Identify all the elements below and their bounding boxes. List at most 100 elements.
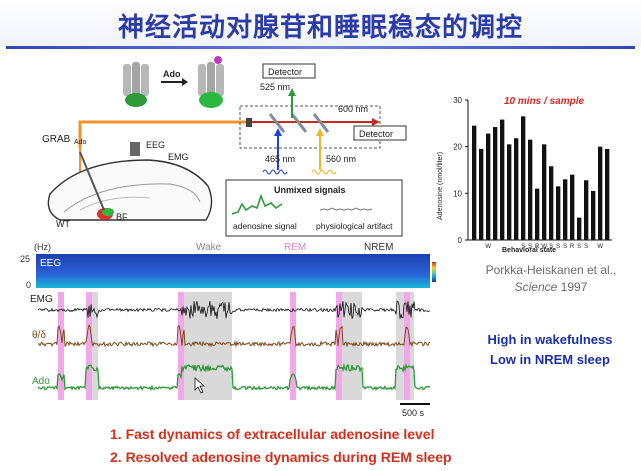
conclusion-item: 1. Fast dynamics of extracellular adenos… [110, 426, 435, 442]
bar [549, 166, 554, 240]
hz-label: (Hz) [34, 242, 51, 252]
theta-delta-label: θ/δ [32, 330, 46, 341]
scale-bar-label: 500 s [402, 408, 425, 418]
citation-year: 1997 [560, 280, 588, 294]
mouse-brain-diagram [47, 142, 213, 221]
state-wake-label: Wake [196, 242, 222, 253]
adenosine-bar-chart: 10 mins / sample Adenosine (nmol/liter) … [437, 96, 612, 254]
svg-text:600 nm: 600 nm [338, 104, 368, 114]
x-tick-label: W [485, 244, 491, 250]
title-bar [0, 0, 641, 46]
bar [479, 149, 484, 240]
ado-trace [37, 362, 431, 392]
emg-label: EMG [30, 294, 53, 305]
y-tick-label: 30 [453, 96, 462, 105]
cursor-icon [194, 377, 206, 394]
optical-fiber [78, 120, 248, 148]
eeg-label: EEG [40, 258, 61, 269]
svg-text:WT: WT [56, 219, 70, 229]
svg-text:525 nm: 525 nm [260, 82, 290, 92]
state-note: High in wakefulness Low in NREM sleep [464, 330, 636, 370]
freq-top: 25 [20, 254, 30, 264]
sensor-icon-unbound [123, 62, 149, 107]
bar [521, 116, 526, 240]
x-tick-label: S [584, 244, 588, 250]
x-tick-label: S [549, 244, 553, 250]
x-tick-label: W [597, 244, 603, 250]
rem-epoch [178, 292, 184, 400]
bar [563, 179, 568, 240]
citation-authors: Porkka-Heiskanen et al., [485, 263, 617, 277]
bar [577, 217, 582, 240]
svg-text:physiological artifact: physiological artifact [316, 221, 393, 231]
bar [598, 146, 603, 240]
conclusion-list: 1. Fast dynamics of extracellular adenos… [110, 423, 630, 469]
detector-top [262, 63, 316, 79]
chart-xlabel: Behavioral state [502, 247, 556, 254]
bar [535, 188, 540, 240]
title-rule [6, 46, 635, 49]
slide-title: 神经活动对腺苷和睡眠稳态的调控 [117, 13, 523, 43]
bar [605, 149, 610, 240]
citation: Porkka-Heiskanen et al., Science 1997 [466, 262, 636, 296]
svg-text:BF: BF [116, 212, 128, 222]
bar [493, 127, 498, 240]
chart-ylabel: Adenosine (nmol/liter) [437, 152, 444, 220]
y-tick-label: 20 [453, 143, 462, 152]
bar [486, 133, 491, 240]
x-tick-label: S [577, 244, 581, 250]
y-tick-label: 10 [453, 189, 462, 198]
eeg-spectrogram [36, 254, 430, 288]
recording-traces: (Hz) 25 0 Wake REM NREM EEG EMG θ/δ Ado … [20, 242, 436, 418]
state-rem-label: REM [284, 242, 306, 253]
svg-text:EEG: EEG [146, 140, 165, 150]
conclusion-item: 2. Resolved adenosine dynamics during RE… [110, 449, 452, 465]
bar [542, 144, 547, 240]
svg-text:GRAB: GRAB [42, 134, 71, 145]
rem-epoch [336, 292, 342, 400]
ado-label: Ado [32, 376, 50, 387]
svg-text:Ado: Ado [74, 139, 87, 146]
state-note-wake: High in wakefulness [487, 332, 613, 347]
theta-delta-trace [37, 324, 431, 348]
bar [556, 186, 561, 240]
y-tick-label: 0 [458, 236, 463, 245]
photometry-schematic: Ado Detector 525 nm 600 nm Detector 465 … [42, 56, 407, 237]
x-tick-label: R [570, 244, 575, 250]
rem-epoch [58, 292, 64, 400]
bar [514, 138, 519, 240]
rem-epoch [290, 292, 296, 400]
state-note-nrem: Low in NREM sleep [490, 352, 610, 367]
bar [584, 180, 589, 240]
citation-source: Science 1997 [466, 279, 636, 296]
bar [507, 144, 512, 240]
svg-text:Detector: Detector [268, 67, 302, 77]
svg-text:adenosine signal: adenosine signal [233, 221, 297, 231]
bar [528, 139, 533, 240]
x-tick-label: S [528, 244, 532, 250]
rem-epoch [404, 292, 410, 400]
chart-title: 10 mins / sample [504, 96, 584, 107]
bar [570, 174, 575, 240]
x-tick-label: S [521, 244, 525, 250]
rem-epoch [86, 292, 92, 400]
svg-text:EMG: EMG [168, 152, 189, 162]
sensor-icon-bound [198, 56, 224, 108]
x-tick-label: S [556, 244, 560, 250]
svg-text:Detector: Detector [359, 129, 393, 139]
bar [591, 191, 596, 240]
bar [500, 119, 505, 240]
state-nrem-label: NREM [364, 242, 393, 253]
svg-text:Unmixed signals: Unmixed signals [274, 185, 346, 195]
detector-right [353, 125, 407, 141]
freq-bottom: 0 [26, 280, 31, 290]
x-tick-label: S [563, 244, 567, 250]
bar [472, 125, 477, 240]
spectrogram-colorbar [432, 262, 436, 282]
emg-trace [37, 300, 431, 319]
x-tick-label: R [535, 244, 540, 250]
svg-text:465 nm: 465 nm [265, 154, 295, 164]
ado-arrow-label: Ado [163, 69, 181, 79]
svg-text:560 nm: 560 nm [326, 154, 356, 164]
